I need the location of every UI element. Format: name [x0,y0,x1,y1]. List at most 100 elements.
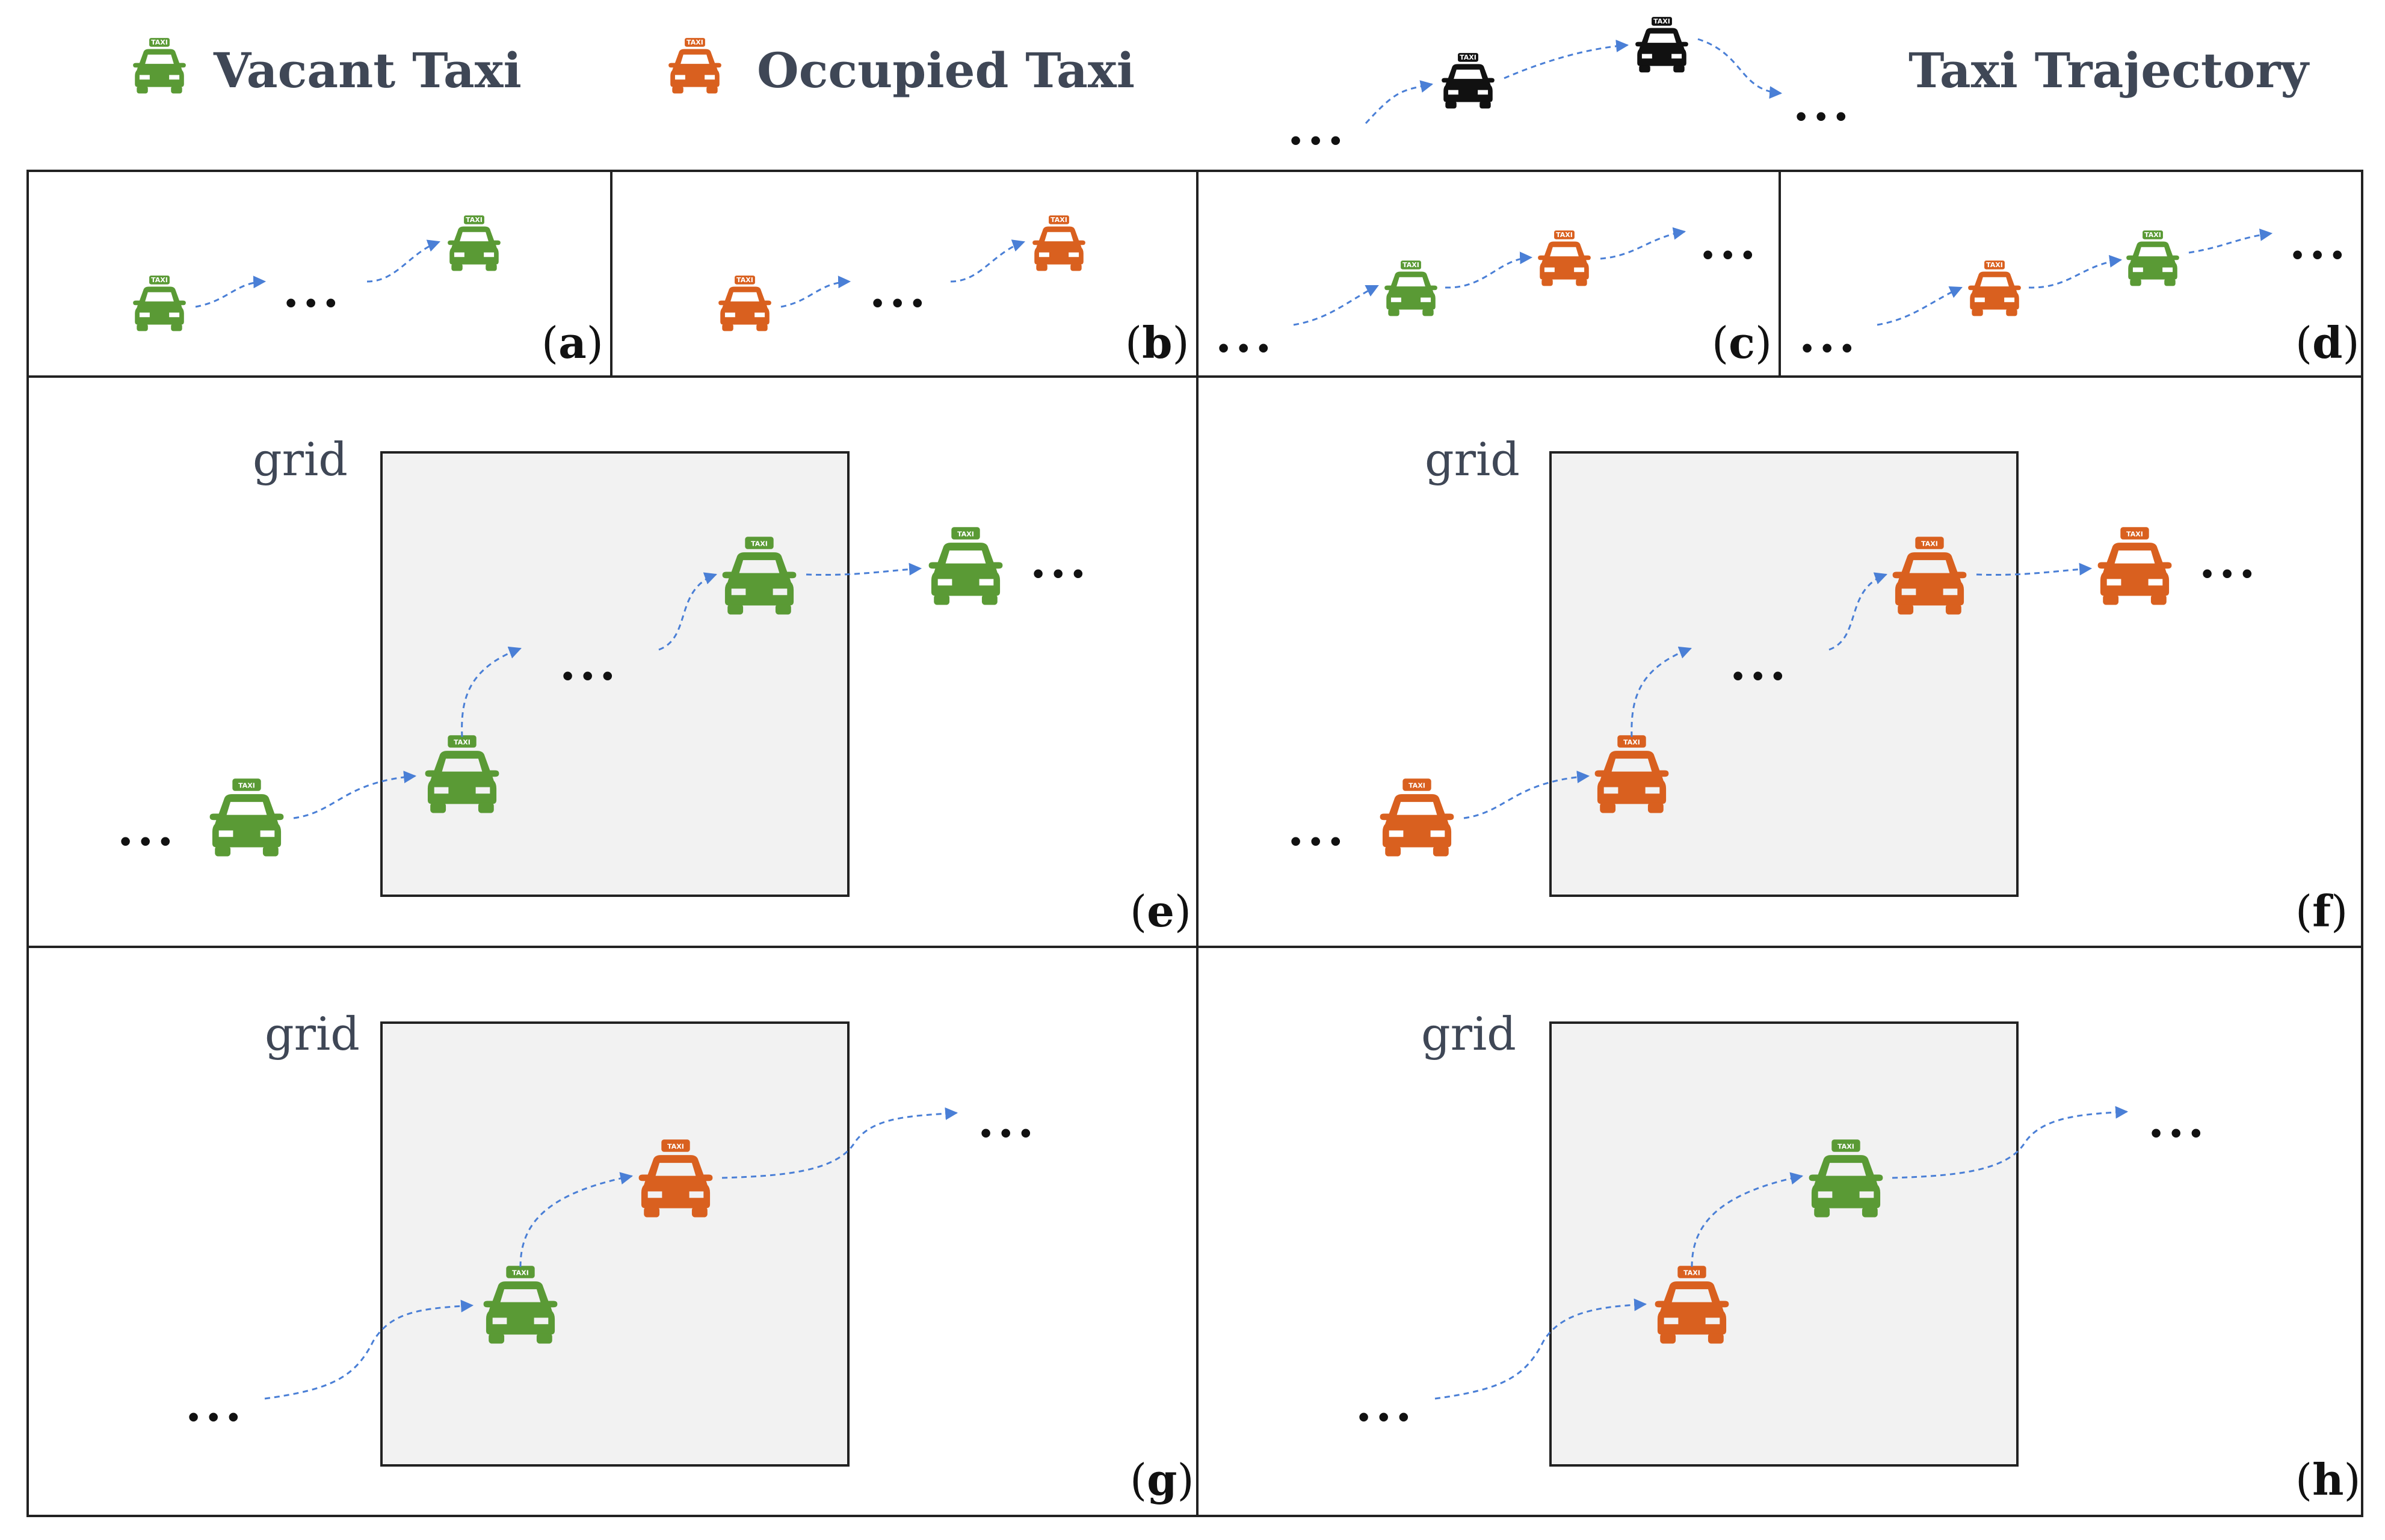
taxi-sign-label: TAXI [1653,17,1670,25]
trajectory-arrow [2028,254,2123,289]
trajectory-arrow [195,276,267,308]
panel-a: TAXI ... TAXI (a) [133,215,603,368]
ellipsis: ... [185,1378,245,1432]
trajectory-arrow [1631,646,1692,738]
taxi-sign-label: TAXI [238,782,255,790]
trajectory-arrow [1892,1106,2129,1179]
panel-g: grid ... TAXI TAXI ... (g) [185,1007,1194,1505]
grid-cell [380,451,850,897]
ellipsis: ... [1799,309,1859,363]
ellipsis: ... [1030,534,1090,589]
taxi-sign-label: TAXI [1402,261,1419,269]
taxi-sign-label: TAXI [2144,231,2161,239]
occupied-taxi-icon: TAXI [638,1139,713,1218]
ellipsis: ... [2289,215,2349,270]
trajectory-arrow [950,239,1025,283]
legend-vacant: TAXI Vacant Taxi [133,38,522,99]
taxi-sign-label: TAXI [1837,1143,1854,1151]
legend-trajectory-arrow-2 [1504,39,1629,79]
legend-trajectory-arrow-3 [1697,38,1783,99]
taxi-sign-label: TAXI [466,216,483,224]
legend-occupied: TAXI Occupied Taxi [668,38,1135,99]
panel-f: grid ... TAXI TAXI ... TAXI TAXI ... (f) [1288,433,2348,937]
occupied-taxi-icon: TAXI [1032,215,1085,271]
panel-label-c: (c) [1712,317,1772,368]
taxi-sign-label: TAXI [1051,216,1067,224]
occupied-taxi-icon: TAXI [1655,1266,1729,1344]
ellipsis: ... [2199,534,2259,589]
legend-trajectory-taxi-1-icon: TAXI [1442,53,1495,109]
legend: TAXI Vacant Taxi TAXI Occupied Taxi ... … [133,17,2310,156]
panel-label-g: (g) [1130,1454,1194,1505]
grid-cell [380,1021,850,1467]
ellipsis: ... [1730,636,1789,691]
ellipsis: ... [1356,1378,1415,1432]
vacant-taxi-icon: TAXI [133,276,186,331]
vacant-taxi-icon: TAXI [133,38,186,94]
trajectory-arrow [1293,285,1379,326]
occupied-taxi-icon: TAXI [1968,260,2021,316]
taxi-sign-label: TAXI [1623,739,1640,747]
grid-label: grid [265,1007,360,1061]
legend-vacant-label: Vacant Taxi [213,42,522,99]
taxi-sign-label: TAXI [454,739,471,747]
ellipsis: ... [869,263,929,318]
legend-trajectory-label: Taxi Trajectory [1908,42,2310,99]
vacant-taxi-icon: TAXI [483,1266,558,1344]
panel-label-d: (d) [2295,317,2360,368]
taxi-body-shape [2097,527,2172,605]
taxi-sign-label: TAXI [151,38,168,46]
outer-border [26,170,2363,1517]
ellipsis: ... [1700,215,1759,270]
grid-label: grid [1421,1007,1516,1061]
ellipsis: ... [560,636,619,691]
taxi-body-shape [1380,778,1454,857]
legend-trajectory-end-ellipsis: ... [1793,77,1853,132]
trajectory-arrow [519,1172,634,1267]
ellipsis: ... [1288,802,1347,857]
panel-c: ... TAXI TAXI ... (c) [1215,215,1772,368]
vacant-taxi-icon: TAXI [1809,1139,1883,1218]
trajectory-arrow [721,1107,958,1179]
trajectory-arrow [1600,227,1686,260]
taxi-sign-label: TAXI [512,1269,529,1277]
occupied-taxi-icon: TAXI [1892,537,1967,615]
taxi-sign-label: TAXI [1683,1269,1700,1277]
panel-h: grid ... TAXI TAXI ... (h) [1356,1007,2361,1505]
trajectory-arrow [1828,572,1887,651]
panel-e: grid ... TAXI TAXI ... TAXI TAXI ... (e) [117,433,1191,937]
trajectory-arrow [2188,228,2273,254]
grid-label: grid [1425,433,1520,486]
legend-trajectory: ... TAXI TAXI ... Taxi Trajectory [1288,17,2310,156]
trajectory-arrow [1877,286,1963,326]
trajectory-arrow [780,276,851,308]
legend-trajectory-taxi-2-icon: TAXI [1635,17,1688,73]
taxi-sign-label: TAXI [1408,782,1425,790]
trajectory-arrow [461,646,522,738]
taxi-sign-label: TAXI [667,1143,684,1151]
trajectory-arrow [1434,1298,1647,1400]
trajectory-arrow [366,239,440,283]
legend-occupied-label: Occupied Taxi [757,42,1135,99]
vacant-taxi-icon: TAXI [448,215,501,271]
ellipsis: ... [283,263,342,318]
panel-frame [26,170,2363,1517]
ellipsis: ... [117,802,177,857]
taxi-sign-label: TAXI [736,276,753,284]
trajectory-arrow [1445,251,1533,289]
vacant-taxi-icon: TAXI [928,527,1003,605]
vacant-taxi-icon: TAXI [425,735,499,813]
grid-label: grid [253,433,348,486]
taxi-body-shape [928,527,1003,605]
panel-label-b: (b) [1125,317,1189,368]
panel-label-a: (a) [541,317,603,368]
taxi-sign-label: TAXI [1556,231,1573,239]
vacant-taxi-icon: TAXI [209,778,284,857]
taxi-sign-label: TAXI [151,276,168,284]
ellipsis: ... [2148,1094,2208,1148]
vacant-taxi-icon: TAXI [722,537,797,615]
vacant-taxi-icon: TAXI [1384,260,1437,316]
taxi-sign-label: TAXI [1921,540,1938,548]
taxi-sign-label: TAXI [957,531,974,538]
